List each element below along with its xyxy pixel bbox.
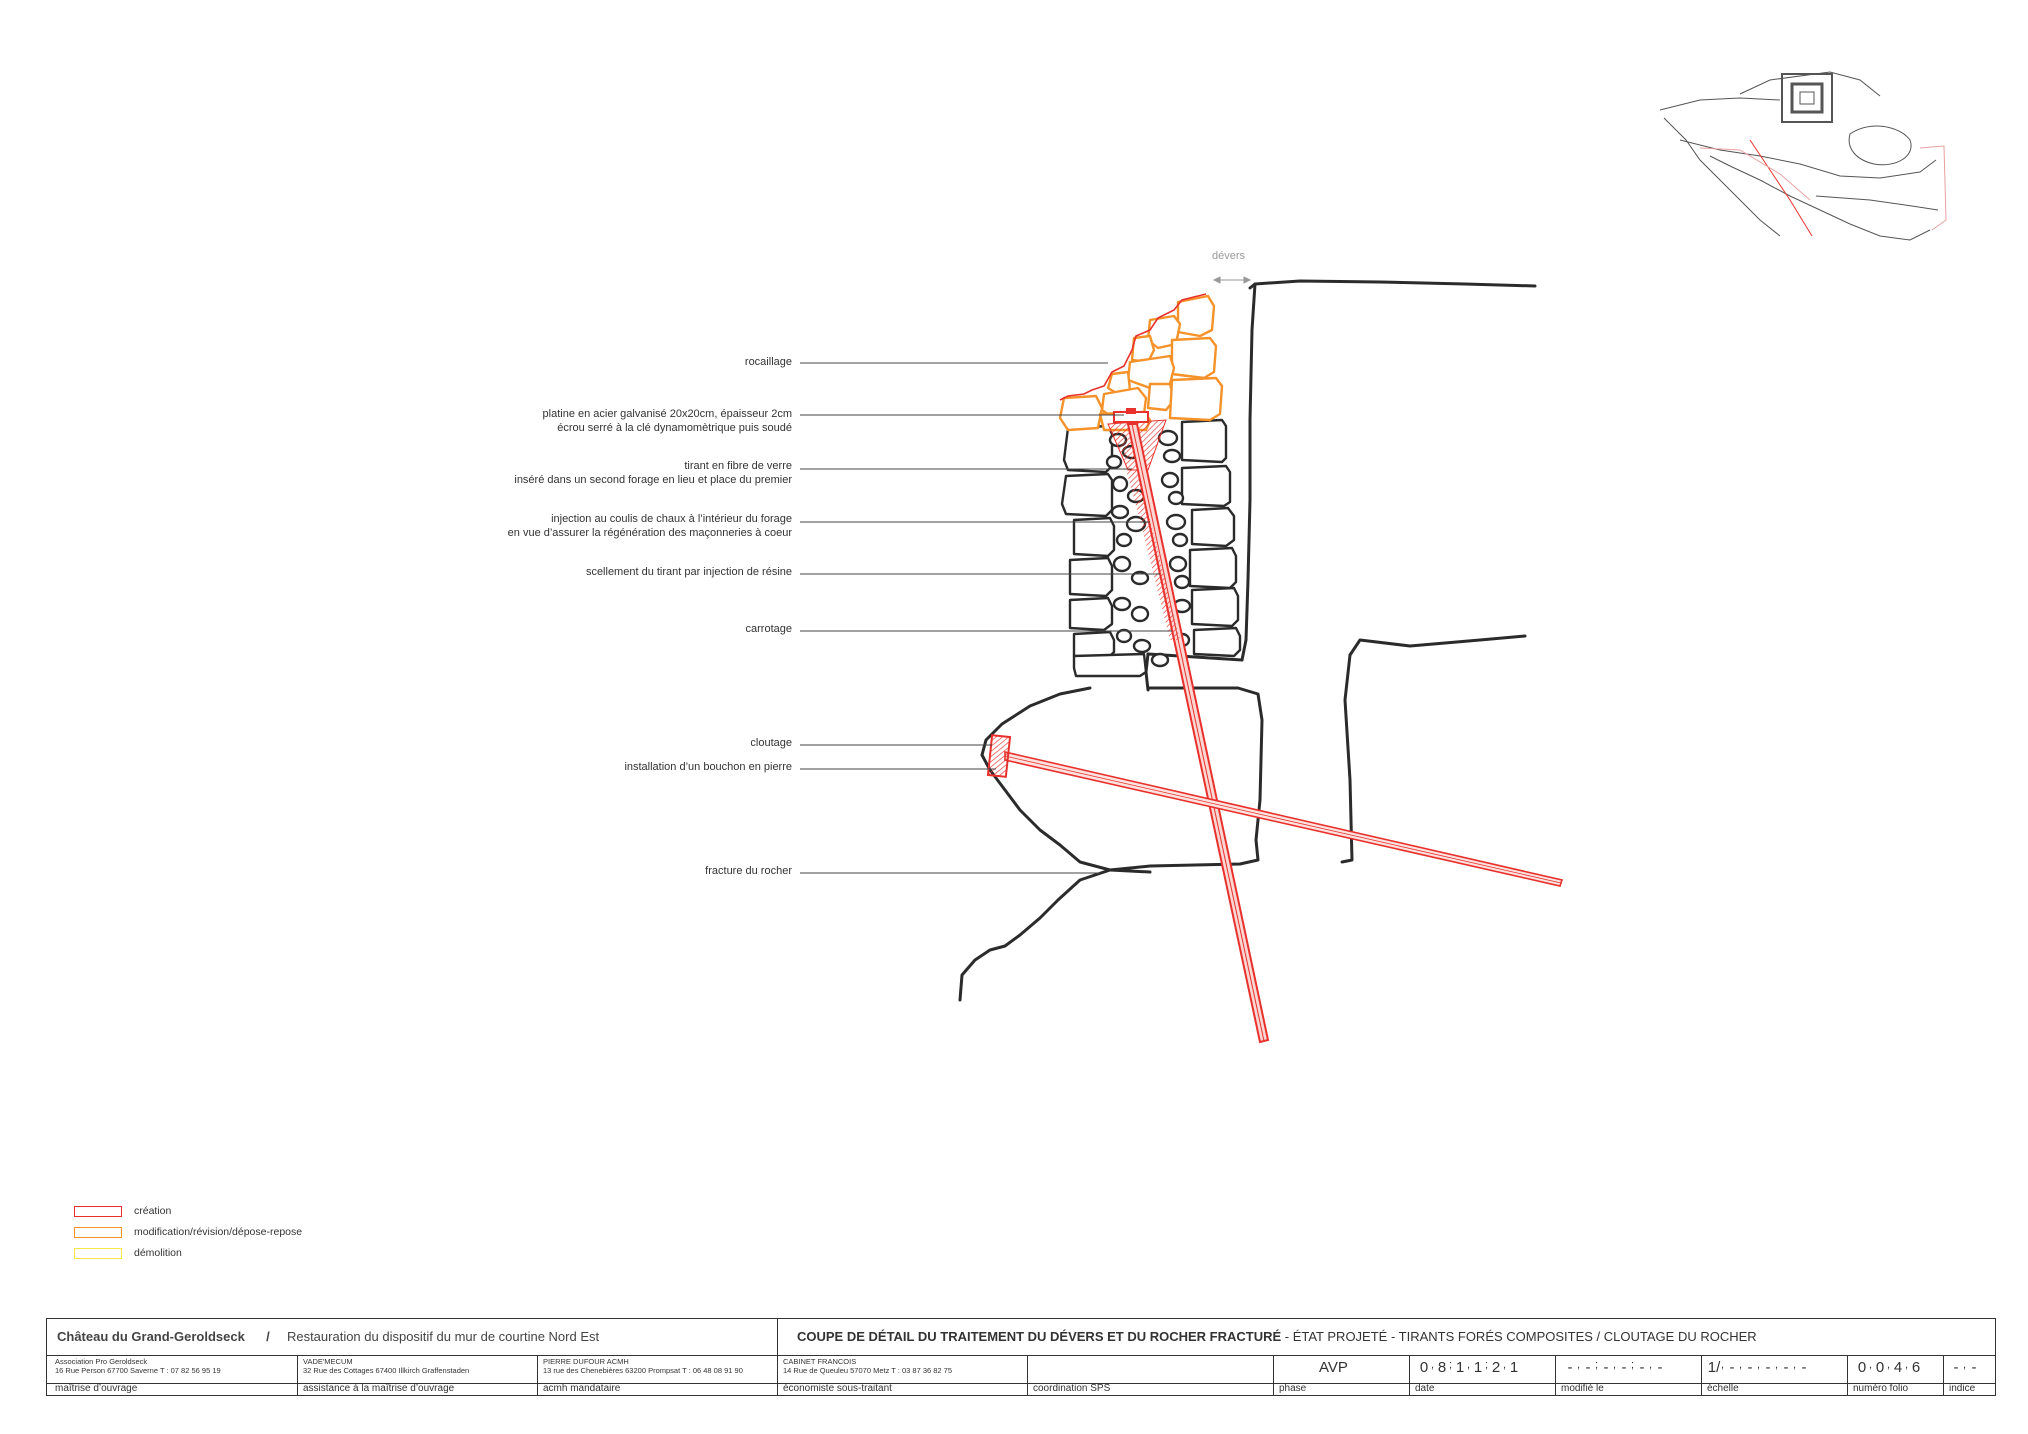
existing-wall-outline: [958, 279, 1537, 1002]
devers-label: dévers: [1212, 250, 1246, 262]
modifie-value: -, -; -, -; -, -: [1567, 1359, 1663, 1376]
role-sps: coordination SPS: [1033, 1383, 1111, 1394]
leader-lines: [800, 362, 1172, 874]
legend-label: modification/révision/dépose-repose: [134, 1226, 303, 1238]
rock-nail: [986, 734, 1564, 887]
date-label: date: [1415, 1383, 1435, 1394]
label-rocaillage: rocaillage: [744, 356, 792, 368]
date-value: 0, 8; 1, 1; 2, 1: [1419, 1359, 1519, 1376]
role-economiste: économiste sous-traitant: [783, 1383, 892, 1394]
phase-label: phase: [1279, 1383, 1307, 1394]
tie-rod: [1107, 408, 1270, 1044]
legend-swatch: [74, 1227, 122, 1238]
legend-label: création: [134, 1205, 172, 1217]
role-amo: assistance à la maîtrise d’ouvrage: [303, 1383, 455, 1394]
role-acmh: acmh mandataire: [543, 1383, 621, 1394]
legend-swatch: [74, 1248, 122, 1259]
label-fracture: fracture du rocher: [705, 865, 792, 877]
devers-arrow: [1212, 276, 1252, 284]
party-maitrise-ouvrage: Association Pro Geroldseck 16 Rue Person…: [55, 1357, 221, 1375]
project-name: Château du Grand-Geroldseck: [57, 1329, 245, 1344]
echelle-value: 1/, -, -, -, -, -: [1707, 1359, 1807, 1376]
party-acmh: PIERRE DUFOUR ACMH 13 rue des Chenebière…: [543, 1357, 743, 1375]
separator: /: [266, 1329, 270, 1344]
role-maitrise-ouvrage: maîtrise d’ouvrage: [55, 1383, 138, 1394]
indice-label: indice: [1949, 1383, 1976, 1394]
project-header: Château du Grand-Geroldseck / Restaurati…: [57, 1329, 599, 1344]
legend-label: démolition: [134, 1247, 182, 1259]
party-amo: VADE'MECUM 32 Rue des Cottages 67400 Ill…: [303, 1357, 470, 1375]
masonry-stones: [1060, 418, 1242, 678]
drawing-title-rest: - ÉTAT PROJETÉ - TIRANTS FORÉS COMPOSITE…: [1281, 1329, 1757, 1344]
label-carrotage: carrotage: [745, 623, 792, 635]
drawing-title: COUPE DE DÉTAIL DU TRAITEMENT DU DÉVERS …: [797, 1329, 1757, 1344]
folio-label: numéro folio: [1853, 1383, 1909, 1394]
label-cloutage: cloutage: [750, 737, 792, 749]
drawing-title-bold: COUPE DE DÉTAIL DU TRAITEMENT DU DÉVERS …: [797, 1329, 1282, 1344]
site-plan-thumbnail: [1659, 71, 1947, 241]
label-tirant: tirant en fibre de verre inséré dans un …: [514, 460, 792, 486]
party-economiste: CABINET FRANCOIS 14 Rue de Queuleu 57070…: [783, 1357, 953, 1375]
label-bouchon: installation d’un bouchon en pierre: [624, 761, 792, 773]
title-block: Château du Grand-Geroldseck / Restaurati…: [46, 1318, 1996, 1396]
echelle-label: échelle: [1707, 1383, 1739, 1394]
modifie-label: modifié le: [1561, 1383, 1604, 1394]
label-injection: injection au coulis de chaux à l’intérie…: [507, 513, 792, 539]
creation-outline-crest: [1059, 293, 1207, 401]
legend-swatch: [74, 1206, 122, 1217]
phase-value: AVP: [1319, 1359, 1348, 1376]
folio-value: 0, 0, 4, 6: [1857, 1359, 1921, 1376]
label-platine: platine en acier galvanisé 20x20cm, épai…: [542, 408, 792, 434]
project-subtitle: Restauration du dispositif du mur de cou…: [286, 1329, 600, 1344]
label-scellement: scellement du tirant par injection de ré…: [585, 566, 792, 578]
indice-value: -, -: [1953, 1359, 1977, 1376]
